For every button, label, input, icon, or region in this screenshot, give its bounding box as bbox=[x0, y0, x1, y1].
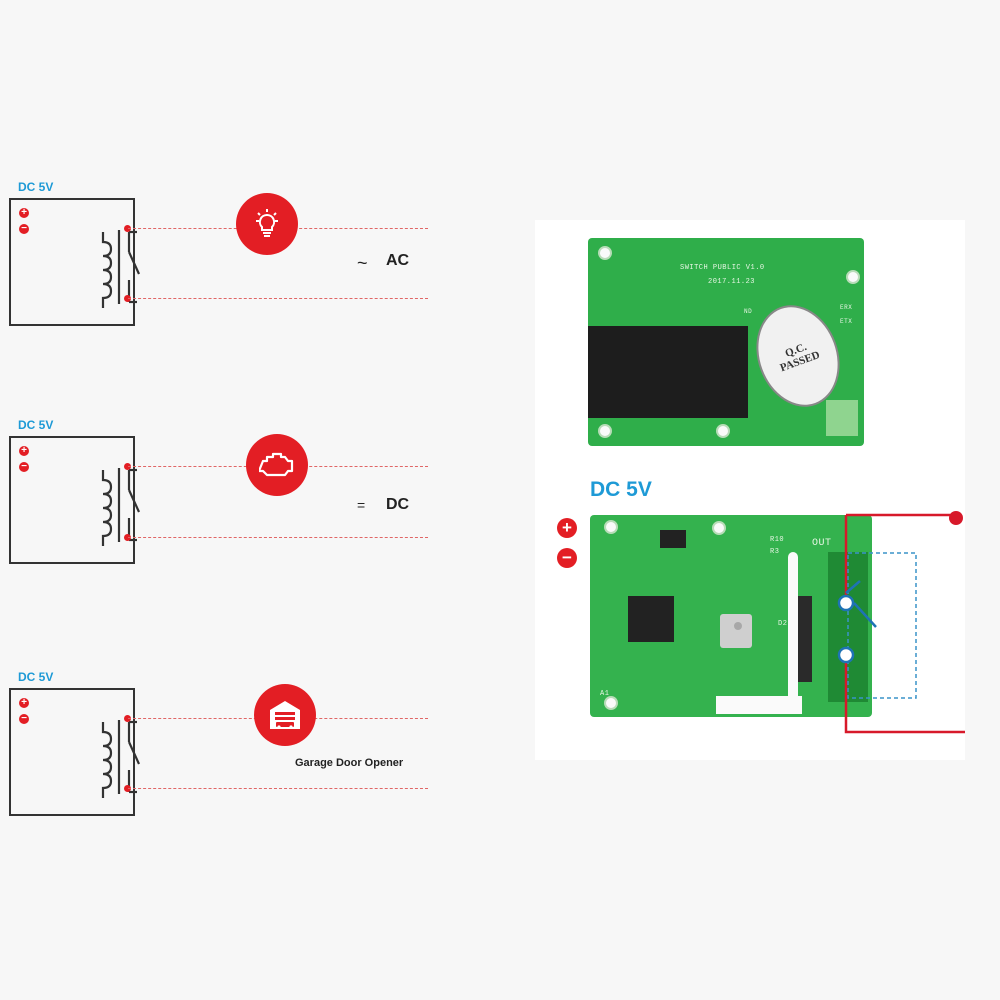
terminal-dot bbox=[124, 295, 131, 302]
plus-terminal-icon: + bbox=[19, 698, 29, 708]
silk-r3: R3 bbox=[770, 548, 780, 556]
ac-symbol: ~ bbox=[357, 253, 368, 273]
silk-erx: ERX bbox=[840, 304, 853, 311]
minus-terminal-icon: − bbox=[19, 714, 29, 724]
relay-coil-switch-icon bbox=[101, 720, 141, 798]
mounting-hole bbox=[598, 246, 612, 260]
garage-icon bbox=[254, 684, 316, 746]
board-cutout bbox=[716, 696, 802, 714]
terminal-dot bbox=[124, 534, 131, 541]
relay-component bbox=[588, 326, 748, 418]
wire-bottom bbox=[128, 788, 428, 789]
minus-terminal-icon: − bbox=[19, 224, 29, 234]
regulator-chip bbox=[660, 530, 686, 548]
relay-box: + − bbox=[9, 688, 141, 816]
terminal-dot bbox=[124, 715, 131, 722]
esp8266-chip bbox=[628, 596, 674, 642]
silk-d2: D2 bbox=[778, 620, 788, 628]
mounting-hole bbox=[604, 696, 618, 710]
terminal-dot bbox=[124, 785, 131, 792]
mounting-hole bbox=[604, 520, 618, 534]
silk-etx: ETX bbox=[840, 318, 853, 325]
silk-a1: A1 bbox=[600, 690, 610, 698]
load-label: Garage Door Opener bbox=[295, 757, 404, 769]
minus-terminal-icon: − bbox=[557, 548, 577, 568]
supply-label: DC 5V bbox=[18, 418, 54, 432]
terminal-dot bbox=[124, 225, 131, 232]
push-button-cap bbox=[734, 622, 742, 630]
supply-label: DC 5V bbox=[18, 670, 54, 684]
mounting-hole bbox=[846, 270, 860, 284]
dc-symbol: = bbox=[357, 497, 365, 513]
silk-out: OUT bbox=[812, 538, 832, 549]
silk-r10: R10 bbox=[770, 536, 785, 544]
wire-bottom bbox=[128, 298, 428, 299]
push-button bbox=[720, 614, 752, 648]
output-wiring-overlay bbox=[837, 511, 965, 734]
engine-icon bbox=[246, 434, 308, 496]
relay-box: + − bbox=[9, 436, 141, 564]
slot-cutout bbox=[788, 552, 798, 702]
load-label: DC bbox=[386, 496, 410, 513]
relay-box: + − bbox=[9, 198, 141, 326]
plus-terminal-icon: + bbox=[19, 446, 29, 456]
mounting-hole bbox=[716, 424, 730, 438]
terminal-dot bbox=[124, 463, 131, 470]
board-text: SWITCH PUBLIC V1.0 bbox=[680, 264, 765, 272]
mounting-hole bbox=[598, 424, 612, 438]
mounting-hole bbox=[712, 521, 726, 535]
supply-label-photo: DC 5V bbox=[590, 478, 652, 501]
board-date: 2017.11.23 bbox=[708, 278, 756, 286]
plus-terminal-icon: + bbox=[19, 208, 29, 218]
pad-area bbox=[826, 400, 858, 436]
load-label: AC bbox=[386, 252, 410, 269]
minus-terminal-icon: − bbox=[19, 462, 29, 472]
plus-terminal-icon: + bbox=[557, 518, 577, 538]
silk-nd: ND bbox=[744, 308, 753, 315]
lightbulb-icon bbox=[236, 193, 298, 255]
wire-bottom bbox=[128, 537, 428, 538]
relay-coil-switch-icon bbox=[101, 468, 141, 546]
supply-label: DC 5V bbox=[18, 180, 54, 194]
relay-coil-switch-icon bbox=[101, 230, 141, 308]
